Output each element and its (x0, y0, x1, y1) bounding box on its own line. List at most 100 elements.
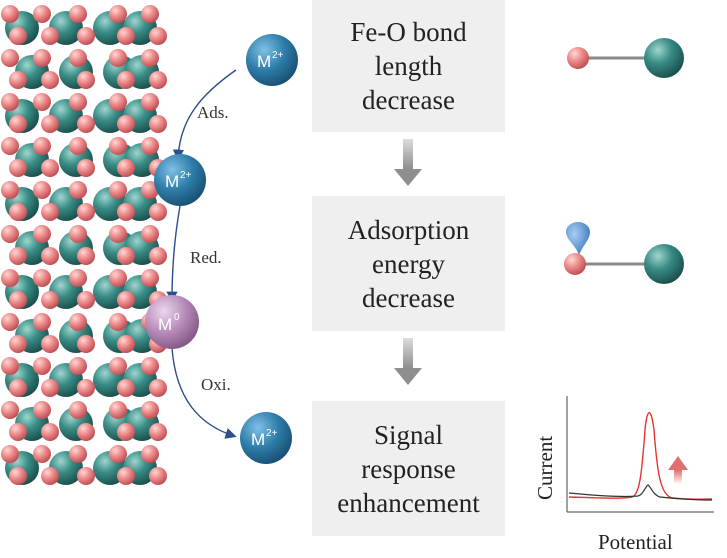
iron-oxide-lattice (1, 5, 167, 485)
o-atom (141, 49, 159, 67)
ion-m0: M 0 (145, 295, 199, 349)
o-atom (1, 181, 19, 199)
o-atom (149, 423, 167, 441)
svg-text:2+: 2+ (272, 50, 284, 61)
svg-text:2+: 2+ (180, 170, 192, 181)
o-atom (9, 27, 27, 45)
o-atom (141, 93, 159, 111)
o-atom (117, 247, 135, 265)
o-atom (109, 445, 127, 463)
flow-arrow-2 (394, 338, 422, 385)
box3-line1: Signal (373, 419, 443, 450)
o-atom (69, 5, 87, 23)
o-atom (117, 291, 135, 309)
o-atom (33, 5, 51, 23)
o-atom (1, 401, 19, 419)
o-atom (41, 335, 59, 353)
ads-arrow (172, 69, 237, 161)
o-atom (69, 313, 87, 331)
increase-arrow-icon (668, 456, 688, 484)
o-atom (9, 115, 27, 133)
plot-ylabel: Current (533, 436, 557, 500)
o-atom (117, 335, 135, 353)
o-atom (41, 423, 59, 441)
o-atom (77, 27, 95, 45)
o-atom (109, 269, 127, 287)
o-atom (41, 291, 59, 309)
adsorbate-drop-icon (566, 222, 590, 256)
o-atom (109, 313, 127, 331)
o-atom (77, 291, 95, 309)
o-atom (117, 159, 135, 177)
o-atom (77, 247, 95, 265)
o-atom (141, 137, 159, 155)
o-atom (69, 225, 87, 243)
box-bond-length: Fe-O bond length decrease (312, 0, 505, 132)
o-atom (117, 27, 135, 45)
o-atom (41, 379, 59, 397)
o-atom (77, 159, 95, 177)
o-atom (41, 203, 59, 221)
box1-line1: Fe-O bond (350, 17, 467, 47)
box2-line1: Adsorption (347, 214, 470, 245)
svg-text:M: M (165, 172, 179, 191)
o-atom (9, 467, 27, 485)
o-atom (109, 401, 127, 419)
red-arrow (166, 205, 181, 303)
o-atom (109, 137, 127, 155)
o-atom (77, 115, 95, 133)
adsorption-bond-icon (564, 222, 684, 284)
o-atom (1, 357, 19, 375)
o-atom (117, 467, 135, 485)
o-atom (149, 203, 167, 221)
o-atom (117, 423, 135, 441)
o-atom (117, 71, 135, 89)
ion-m2-released: M 2+ (240, 412, 292, 464)
o-atom (33, 49, 51, 67)
o-atom (149, 115, 167, 133)
o-atom (33, 313, 51, 331)
o-atom (69, 445, 87, 463)
o-atom (77, 335, 95, 353)
o-atom (33, 137, 51, 155)
svg-text:2+: 2+ (266, 428, 278, 439)
o-atom (9, 71, 27, 89)
o-atom (77, 203, 95, 221)
voltammogram-plot: Current Potential (533, 396, 714, 554)
o-atom (33, 225, 51, 243)
o-atom (149, 247, 167, 265)
red-label: Red. (190, 248, 222, 267)
o-atom (1, 225, 19, 243)
o-atom (141, 225, 159, 243)
o-atom (77, 423, 95, 441)
o-atom (1, 49, 19, 67)
box2-line2: energy (372, 248, 445, 279)
o-atom (33, 445, 51, 463)
o-atom (141, 401, 159, 419)
enhanced-signal-curve (568, 412, 713, 500)
box1-line2: length (374, 51, 443, 81)
o-atom (149, 379, 167, 397)
o-atom (141, 5, 159, 23)
o-atom (77, 379, 95, 397)
o-atom (117, 115, 135, 133)
oxi-label: Oxi. (201, 375, 231, 394)
o-atom (149, 467, 167, 485)
o-atom (109, 357, 127, 375)
flow-arrow-1 (394, 139, 422, 186)
o-atom (41, 247, 59, 265)
o-atom (1, 137, 19, 155)
o-atom (33, 269, 51, 287)
o-atom (141, 181, 159, 199)
fe-o-bond-icon (567, 38, 684, 78)
o-atom (141, 269, 159, 287)
o-atom (9, 291, 27, 309)
box3-line2: response (361, 453, 456, 484)
o-atom (9, 423, 27, 441)
o-atom (1, 269, 19, 287)
o-atom (69, 401, 87, 419)
svg-text:M: M (257, 52, 271, 71)
ads-label: Ads. (197, 103, 229, 122)
o-atom (69, 269, 87, 287)
